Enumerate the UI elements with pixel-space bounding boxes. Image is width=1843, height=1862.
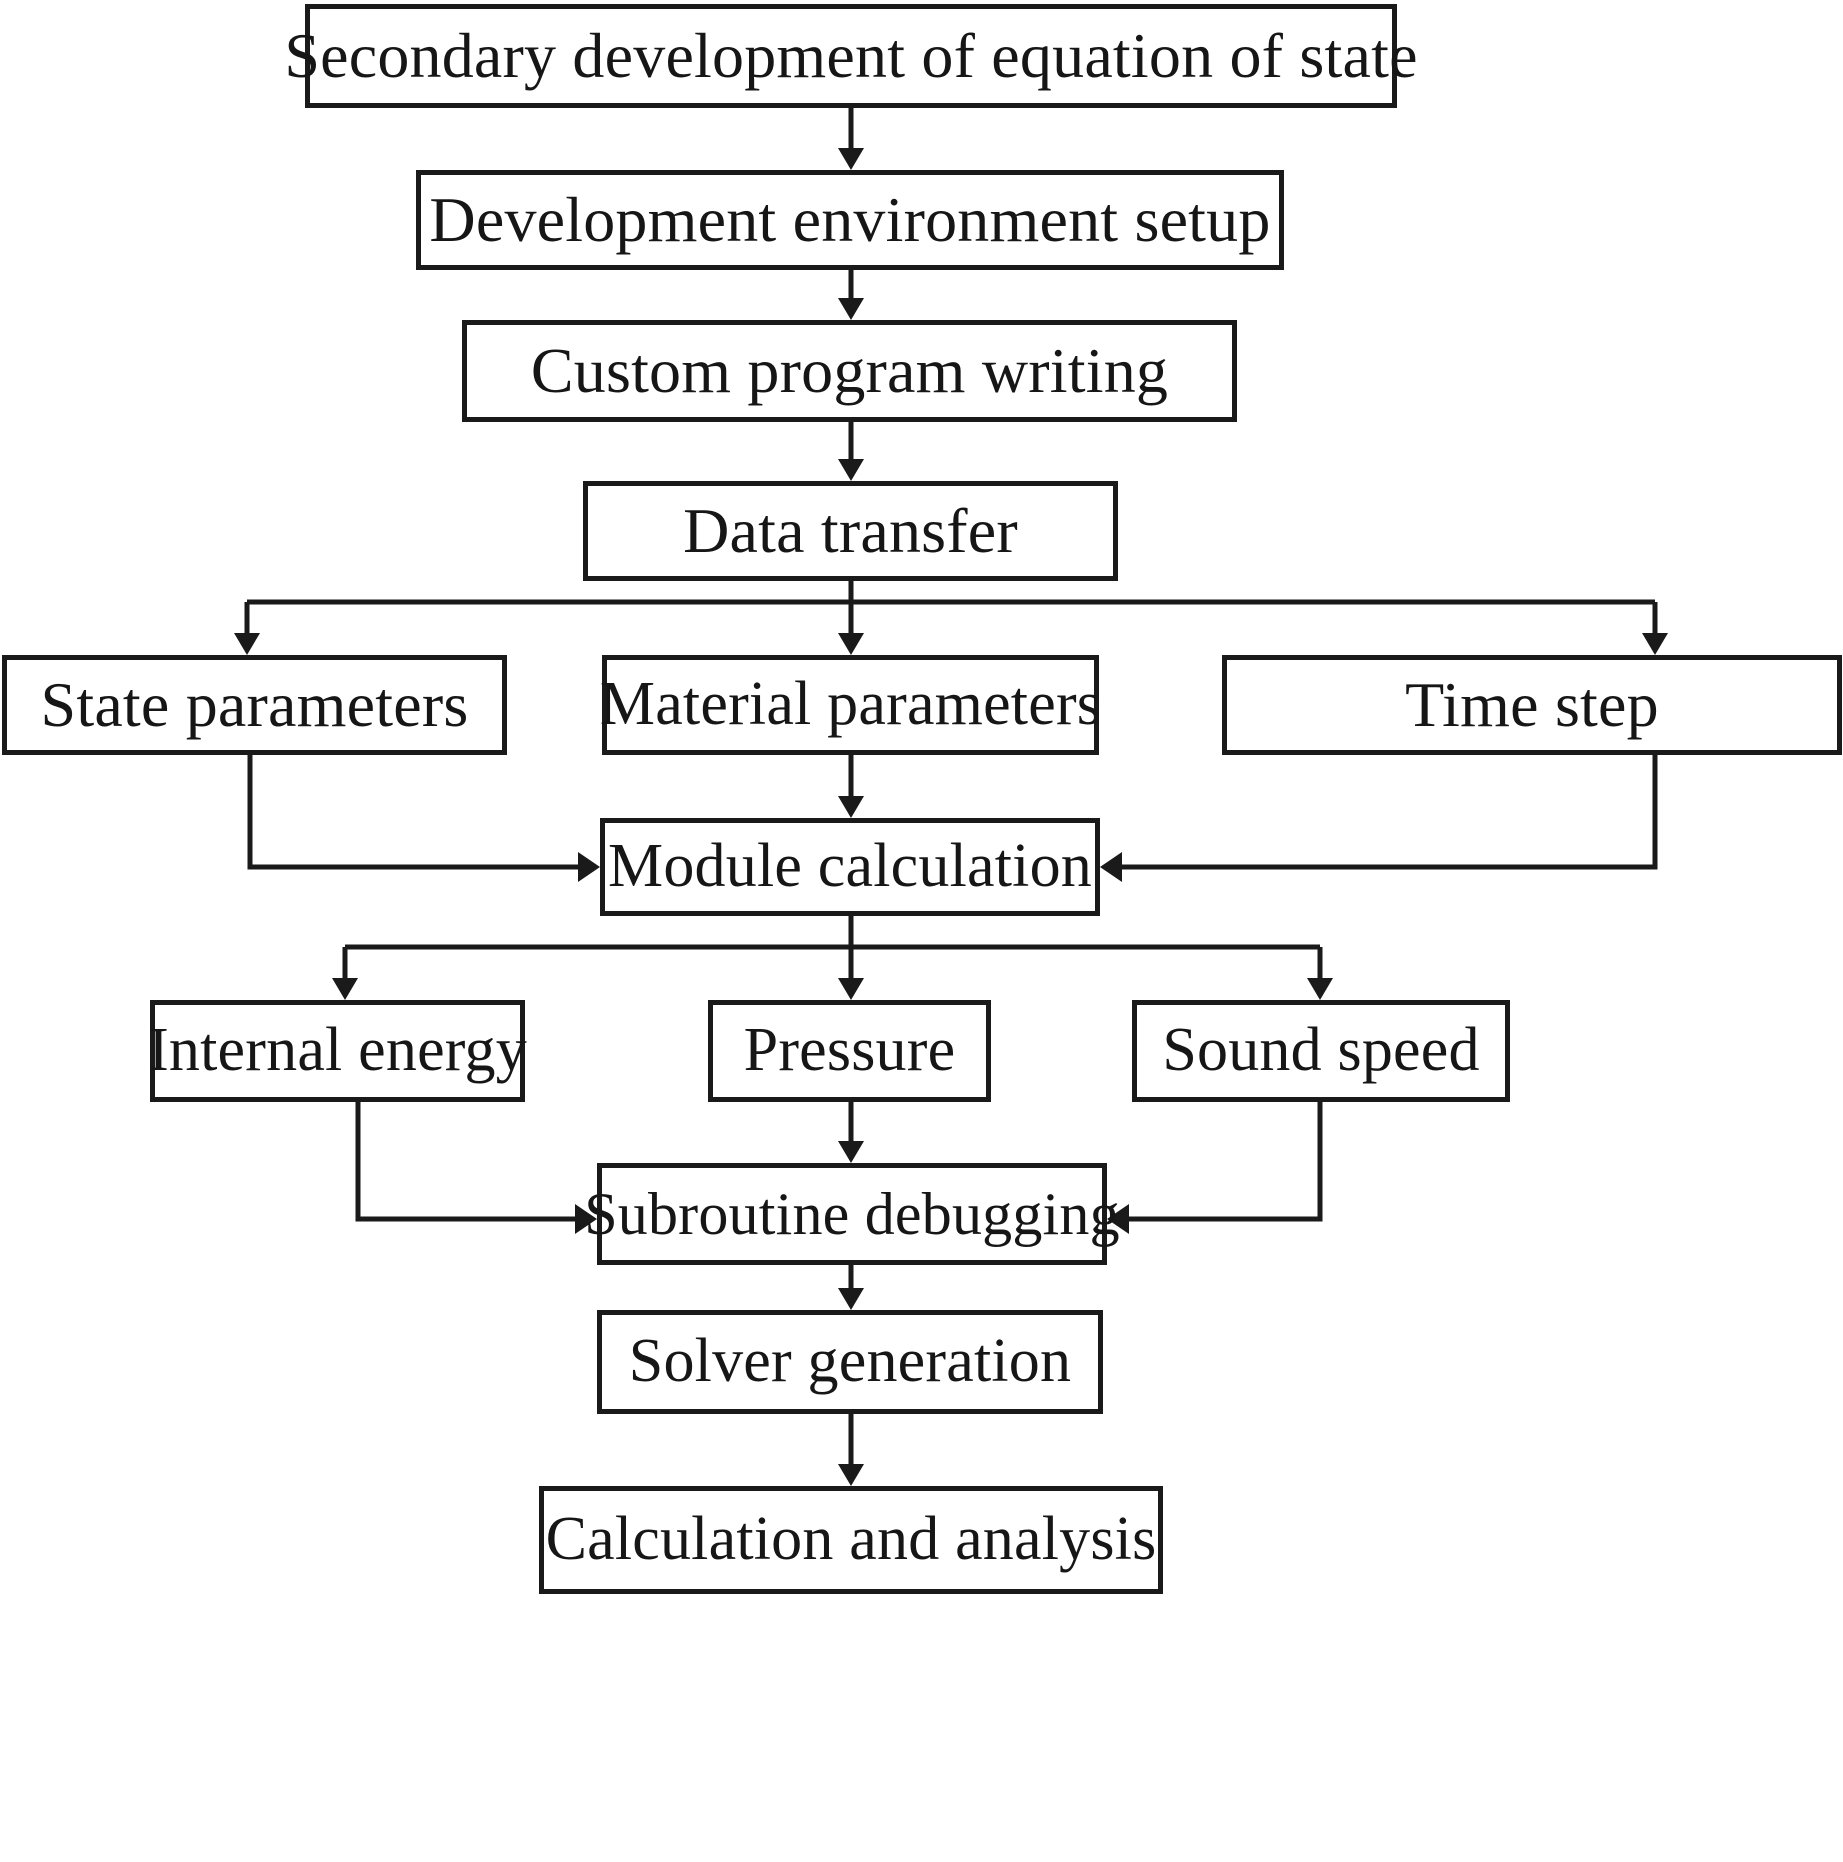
node-module-calculation[interactable]: Module calculation <box>600 818 1100 916</box>
connector-n10-n12-head <box>838 1141 864 1163</box>
node-material-parameters[interactable]: Material parameters <box>599 655 1102 755</box>
node-sound-speed[interactable]: Sound speed <box>1132 1000 1510 1102</box>
connector-n3-n4-head <box>838 459 864 481</box>
connector-n1-n2-head <box>838 148 864 170</box>
node-label: Subroutine debugging <box>584 1180 1120 1247</box>
node-calculation-and-analysis[interactable]: Calculation and analysis <box>539 1486 1163 1594</box>
connector-n9-n12 <box>355 1102 575 1222</box>
connector-n6-n8-head <box>838 796 864 818</box>
node-label: Development environment setup <box>429 184 1271 256</box>
node-custom-program-writing[interactable]: Custom program writing <box>462 320 1237 422</box>
connector-n4-n6-head <box>838 633 864 655</box>
connector-n12-n13-head <box>838 1288 864 1310</box>
node-label: State parameters <box>40 669 469 741</box>
connector-n11-n12 <box>1129 1102 1323 1222</box>
node-label: Pressure <box>743 1016 956 1085</box>
node-label: Custom program writing <box>530 335 1169 407</box>
node-label: Material parameters <box>599 670 1102 739</box>
node-time-step[interactable]: Time step <box>1222 655 1842 755</box>
node-label: Module calculation <box>608 832 1092 901</box>
connector-n5-n8-head <box>578 852 600 882</box>
connector-n9-n12-head <box>575 1204 597 1234</box>
node-development-environment-setup[interactable]: Development environment setup <box>416 170 1284 270</box>
connector-n2-n3-head <box>838 298 864 320</box>
node-label: Sound speed <box>1162 1016 1480 1085</box>
node-secondary-development[interactable]: Secondary development of equation of sta… <box>284 4 1417 108</box>
node-state-parameters[interactable]: State parameters <box>2 655 507 755</box>
node-subroutine-debugging[interactable]: Subroutine debugging <box>584 1163 1120 1265</box>
connector-n13-n14-head <box>838 1464 864 1486</box>
node-label: Secondary development of equation of sta… <box>284 20 1418 92</box>
connector-n7-n8-head <box>1100 852 1122 882</box>
connector-n7-n8 <box>1122 755 1658 870</box>
node-label: Solver generation <box>628 1327 1072 1396</box>
connector-n5-n8 <box>247 755 578 870</box>
node-data-transfer[interactable]: Data transfer <box>583 481 1118 581</box>
node-label: Calculation and analysis <box>545 1505 1157 1574</box>
node-internal-energy[interactable]: Internal energy <box>148 1000 527 1102</box>
node-solver-generation[interactable]: Solver generation <box>597 1310 1103 1414</box>
connector-n4-n7-head <box>1642 633 1668 655</box>
node-label: Time step <box>1405 669 1659 741</box>
node-pressure[interactable]: Pressure <box>708 1000 991 1102</box>
connector-n4-n5-head <box>234 633 260 655</box>
node-label: Internal energy <box>148 1016 527 1085</box>
node-label: Data transfer <box>683 495 1018 567</box>
connector-n8-n9-head <box>332 978 358 1000</box>
connector-n8-n11-head <box>1307 978 1333 1000</box>
connector-n11-n12-head <box>1107 1204 1129 1234</box>
connector-n8-n10-head <box>838 978 864 1000</box>
